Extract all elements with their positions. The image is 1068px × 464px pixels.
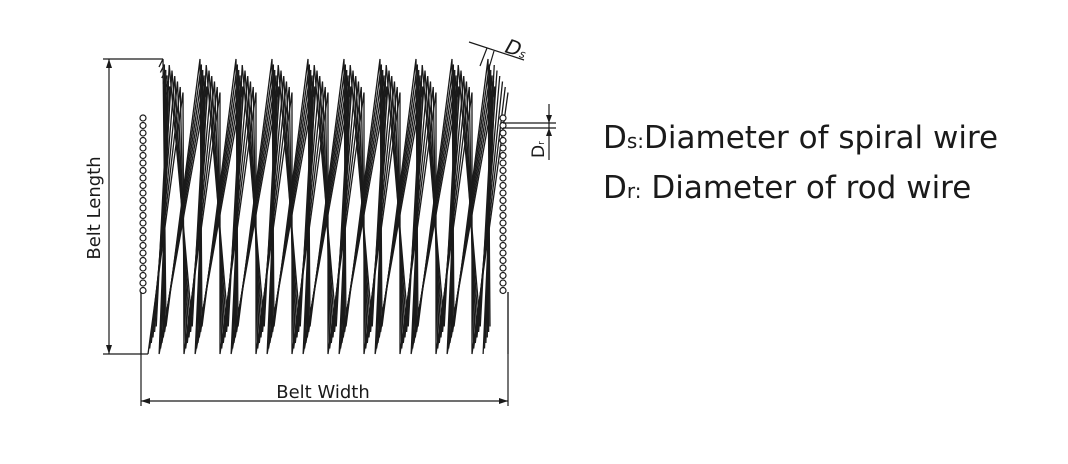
rod-loop [139,181,147,190]
rod-loop [139,279,147,287]
rod-loop [499,181,507,190]
rod-loop [499,211,507,220]
dr-dimension-label: Dr [529,141,549,158]
rod-loop [499,189,507,197]
rod-loop [499,144,507,152]
rod-loop [139,144,147,152]
rod-loop [139,241,147,250]
rod-loop [139,129,147,137]
belt-width-label: Belt Width [276,382,370,403]
rod-loop [139,226,147,235]
rod-loop [139,189,147,197]
rod-loop [139,219,147,227]
rod-loop [139,166,147,175]
rod-loop [139,249,147,257]
rod-loop [499,264,507,272]
rod-loop [139,114,147,122]
rod-loop [139,264,147,272]
rod-loop [139,136,147,145]
rod-loop [139,271,147,280]
legend-spiral-wire: Ds:Diameter of spiral wire [603,123,998,154]
ds-dimension [468,41,525,69]
rod-loop [139,121,147,130]
rod-loop [499,151,507,160]
rod-loop [139,196,147,205]
rod-loop [499,196,507,205]
rod-loop [139,174,147,182]
rod-loop [499,249,507,257]
legend-rod-wire: Dr: Diameter of rod wire [603,173,971,204]
belt-width-dimension [140,292,509,406]
legend-ds-text: Diameter of spiral wire [644,120,999,156]
spiral-mesh [147,58,509,355]
rod-loop [139,234,147,242]
legend-ds-symbol: D [603,120,627,156]
rod-loop [499,204,507,212]
belt-length-label: Belt Length [84,156,105,259]
legend-dr-subscript: r: [626,179,642,203]
legend-ds-subscript: s: [626,129,645,153]
spiral-wire-line [155,64,495,327]
ds-dimension-label: Ds [502,34,530,63]
rod-loop [499,271,507,280]
rod-loop [499,279,507,287]
rod-loop [139,151,147,160]
spiral-wire-line [158,86,496,355]
rod-loop [139,159,147,167]
legend-dr-symbol: D [603,170,627,206]
rod-loop [139,211,147,220]
rod-loop [499,174,507,182]
rod-loop [499,159,507,167]
rod-loop [499,129,507,137]
rod-loop [139,204,147,212]
rod-loop [499,234,507,242]
legend-dr-text: Diameter of rod wire [641,170,972,206]
rod-loop [139,256,147,265]
rod-loop [499,219,507,227]
rod-loop [499,226,507,235]
rod-loop [499,114,507,122]
rod-ends [139,114,509,354]
rod-loop [499,256,507,265]
rod-loop [499,241,507,250]
rod-loop [499,136,507,145]
rod-loop [499,166,507,175]
dr-dimension [503,104,556,160]
rod-loop [499,286,507,295]
